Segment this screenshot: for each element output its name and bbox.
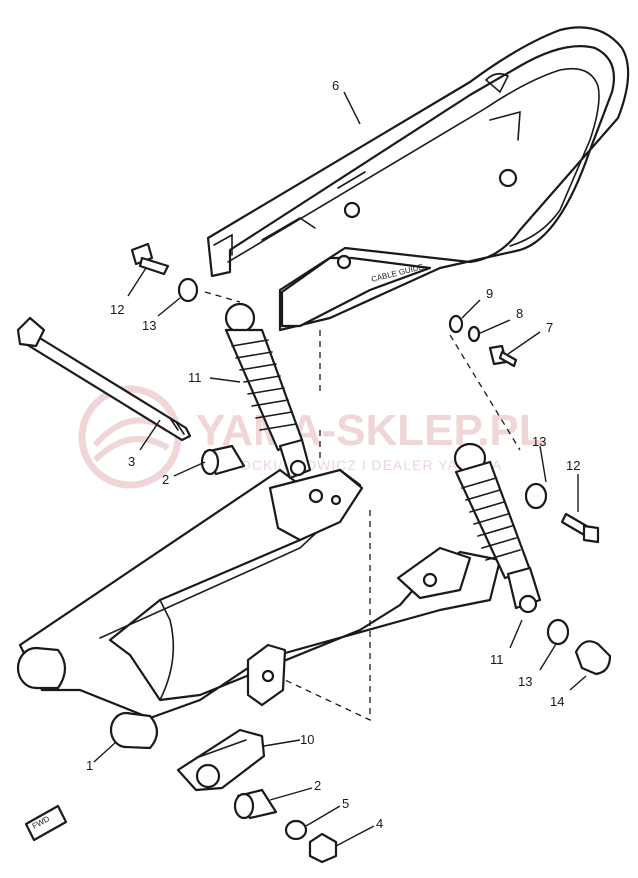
shock-bolt-right: [560, 512, 600, 544]
callout-4: 4: [376, 816, 383, 831]
callout-12-left: 12: [110, 302, 124, 317]
callout-2-upper: 2: [162, 472, 169, 487]
shock-absorber-right: [453, 442, 542, 614]
callout-8: 8: [516, 306, 523, 321]
watermark-subtitle: WYSOCKI/CHOWICZ I DEALER YAMAHA: [205, 457, 502, 473]
spacer-9: [448, 314, 464, 334]
shock-absorber-left: [224, 302, 312, 480]
watermark: YAMA-SKLEP.PL WYSOCKI/CHOWICZ I DEALER Y…: [78, 385, 546, 489]
shock-bolt-left: [130, 242, 170, 276]
callout-11-left: 11: [188, 370, 202, 385]
callout-9: 9: [486, 286, 493, 301]
callout-leaders: [93, 91, 587, 847]
washer-5: [284, 819, 308, 841]
pivot-bushing: [109, 711, 159, 750]
dashed-guides: [204, 291, 521, 722]
callout-7: 7: [546, 320, 553, 335]
callout-3: 3: [128, 454, 135, 469]
cap-nut: [574, 640, 612, 676]
axle-nut-4: [308, 832, 338, 864]
washer-right-upper: [524, 482, 548, 510]
swingarm: [16, 468, 502, 720]
callout-6: 6: [332, 78, 339, 93]
callout-13-right: 13: [532, 434, 546, 449]
callout-13-lower: 13: [518, 674, 532, 689]
callout-13-left: 13: [142, 318, 156, 333]
washer-8: [467, 325, 481, 343]
callout-1: 1: [86, 758, 93, 773]
washer-left: [177, 277, 199, 303]
pivot-axle: [16, 316, 192, 442]
callout-14: 14: [550, 694, 564, 709]
callout-12-right: 12: [566, 458, 580, 473]
chain-adjuster: [176, 728, 266, 792]
watermark-title: YAMA-SKLEP.PL: [196, 406, 546, 455]
callout-2-lower: 2: [314, 778, 321, 793]
screw-7: [488, 344, 518, 368]
collar-upper: [200, 444, 246, 476]
chain-case: CABLE GUIDE: [206, 26, 630, 332]
collar-lower: [233, 788, 278, 820]
callout-5: 5: [342, 796, 349, 811]
callout-11-right: 11: [490, 652, 504, 667]
fwd-arrow-icon: FWD: [24, 804, 68, 842]
washer-right-lower: [546, 618, 570, 646]
callout-labels: 6 12 13 11 3 2 9 8 7 13 12 11 13 14 10 1…: [86, 78, 580, 831]
callout-10: 10: [300, 732, 314, 747]
